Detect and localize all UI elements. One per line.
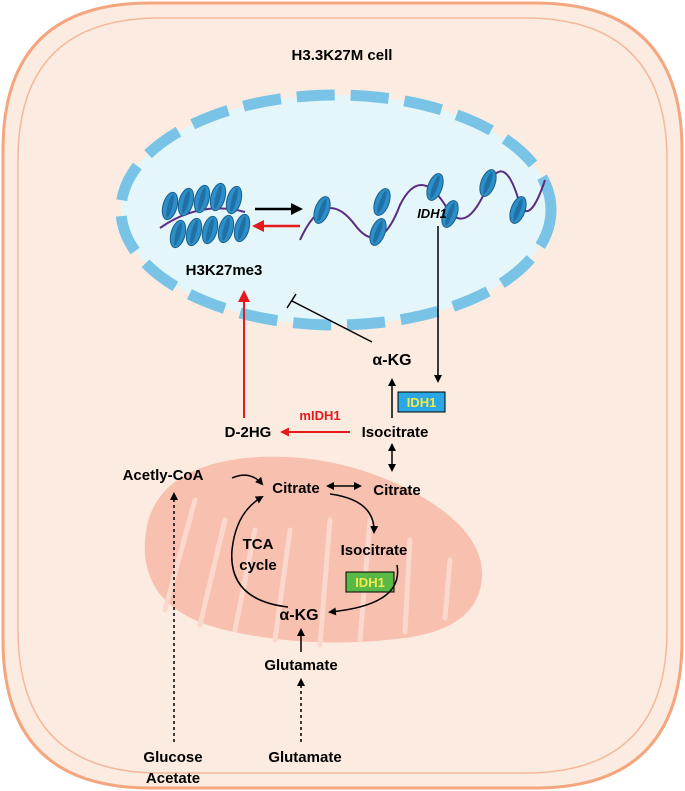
idh1-cytosol-label: IDH1 [407, 395, 437, 410]
glutamate-outside-label: Glutamate [268, 749, 341, 766]
isocitrate-to-akg-mito-arrow [328, 564, 399, 616]
cell-title: H3.3K27M cell [292, 47, 393, 64]
idh1-mito-label: IDH1 [355, 575, 385, 590]
mitochondrion [144, 456, 483, 648]
citrate-cytosol-label: Citrate [373, 482, 421, 499]
idh1-cytosol-box [397, 391, 446, 413]
glutamate-mito-label: Glutamate [264, 657, 337, 674]
condensed-chromatin [159, 181, 253, 250]
d2hg-label: D-2HG [225, 424, 272, 441]
acetate-label: Acetate [146, 770, 200, 787]
tca-label-line2: cycle [239, 557, 277, 574]
inhibition-bar [286, 293, 297, 309]
idh1-gene-label: IDH1 [417, 206, 447, 221]
open-chromatin [299, 166, 546, 249]
citrate-to-isocitrate-arrow [329, 493, 379, 534]
h3k27me3-label: H3K27me3 [186, 262, 263, 279]
isocitrate-cytosol-label: Isocitrate [362, 424, 429, 441]
akg-mito-label: α-KG [279, 607, 318, 624]
midh1-label: mIDH1 [299, 408, 340, 423]
tca-cycle-arc [231, 495, 289, 608]
akg-inhibition-line [291, 300, 373, 343]
acetyl-coa-label: Acetly-CoA [123, 467, 204, 484]
idh1-mito-box [345, 571, 395, 593]
tca-label-line1: TCA [243, 536, 274, 553]
cell-inner-membrane [17, 17, 668, 774]
acetyl-coa-to-citrate-arrow [231, 474, 264, 486]
glucose-label: Glucose [143, 749, 202, 766]
akg-cytosol-label: α-KG [372, 352, 411, 369]
isocitrate-mito-label: Isocitrate [341, 542, 408, 559]
citrate-mito-label: Citrate [272, 480, 320, 497]
